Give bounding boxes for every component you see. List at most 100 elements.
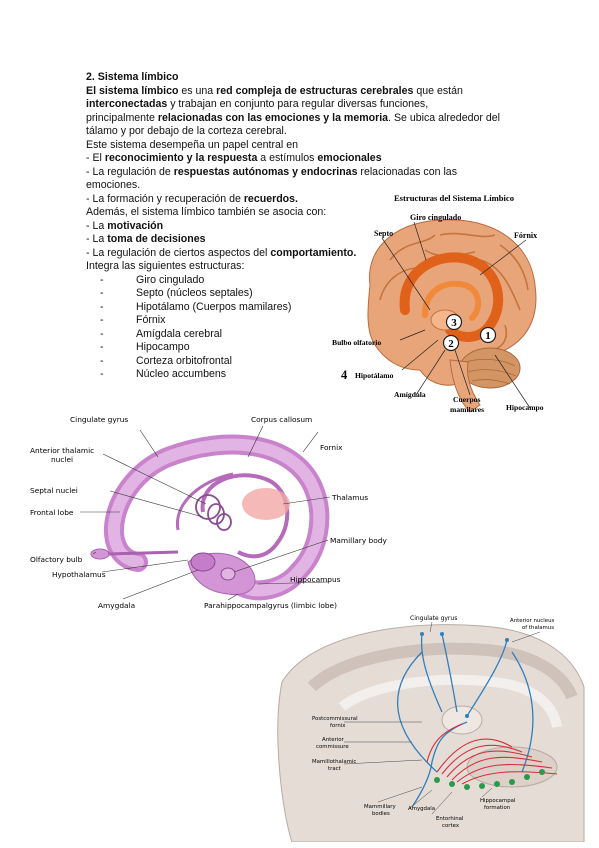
list-dash: - <box>100 354 104 367</box>
section-title: 2. Sistema límbico <box>86 71 179 83</box>
marker-3 <box>445 313 463 331</box>
text-run: - La regulación de <box>86 165 174 178</box>
paragraph-line: - La regulación de respuestas autónomas … <box>86 166 516 180</box>
label-bulbo-olfatorio: Bulbo olfatorio <box>332 338 381 347</box>
paragraph-line: - La toma de decisiones <box>86 233 516 247</box>
label-nuclei: nuclei <box>51 455 73 464</box>
label-hipocampo: Hipocampo <box>506 403 544 412</box>
cingulate-band <box>307 642 578 700</box>
olfactory-tract <box>107 550 179 556</box>
label-hippocampus: Hippocampus <box>290 575 341 584</box>
text-run: . Se ubica alrededor del <box>388 111 500 124</box>
text-run: El sistema límbico <box>86 84 179 97</box>
fornix-arc <box>422 280 482 321</box>
paragraph-line: Este sistema desempeña un papel central … <box>86 139 516 153</box>
paragraph-line: - La regulación de ciertos aspectos del … <box>86 247 516 261</box>
text-run: toma de decisiones <box>107 233 206 245</box>
marker-2-label: 2 <box>448 338 454 350</box>
label-olfactory-bulb: Olfactory bulb <box>30 555 83 564</box>
list-dash: - <box>100 341 104 353</box>
brain-section-shape <box>277 624 585 842</box>
text-run: relacionadas con las emociones y la memo… <box>157 111 389 124</box>
structure-item: -Amígdala cerebral <box>100 328 516 342</box>
label-of-thalamus: of thalamus <box>522 625 554 631</box>
figure2-leaders <box>80 425 331 601</box>
text-run: emocionales <box>317 152 382 164</box>
text-run: tálamo y por debajo de la corteza cerebr… <box>86 125 287 137</box>
paragraph: El sistema límbico es una red compleja d… <box>86 85 516 274</box>
text-run: - La <box>86 219 108 232</box>
structures-list: - Giro cingulado - Septo (núcleos septales)… <box>86 274 516 382</box>
label-entorhinal: Entorhinal <box>436 816 464 822</box>
text-run: y trabajan en conjunto para regular dive… <box>167 98 429 110</box>
paragraph-line: tálamo y por debajo de la corteza cerebr… <box>86 125 516 139</box>
text-run: recuerdos. <box>243 192 298 205</box>
list-dash: - <box>100 273 104 286</box>
label-cortex: cortex <box>442 823 460 829</box>
structure-label: Hipocampo <box>136 341 190 353</box>
label-septal-nuclei: Septal nuclei <box>30 486 78 495</box>
brainstem-shape <box>449 359 481 413</box>
structure-label: Fórnix <box>136 314 166 326</box>
text-run: relacionadas con las <box>357 165 457 178</box>
structure-label: Núcleo accumbens <box>136 368 227 380</box>
label-hipotalamo-number: 4 <box>341 368 348 382</box>
label-tract: tract <box>328 766 341 772</box>
figure-brain-sistema-limbico: Estructuras del Sistema Límbico 3 2 1 <box>330 190 550 430</box>
structure-label: Corteza orbitofrontal <box>136 354 232 367</box>
text-run: principalmente <box>86 111 158 124</box>
label-cuerpos: Cuerpos <box>453 395 480 404</box>
cingulate-ring <box>399 252 504 342</box>
paragraph-line: interconectadas y trabajan en conjunto p… <box>86 98 516 112</box>
text-run: red compleja de estructuras cerebrales <box>216 84 414 97</box>
mamillary-shape <box>220 567 236 581</box>
text-run: motivación <box>107 219 164 232</box>
figure-limbic-diagram: Cingulate gyrus Corpus callosum Anterior… <box>28 412 388 622</box>
structure-item: - Hipocampo <box>100 341 516 355</box>
paragraph-line: principalmente relacionadas con las emoc… <box>86 112 516 126</box>
marker-1 <box>479 326 497 344</box>
text-run: comportamiento. <box>270 246 357 259</box>
list-dash: - <box>100 314 104 326</box>
structure-label: Giro cingulado <box>136 273 205 286</box>
paragraph-line: El sistema límbico es una red compleja d… <box>86 85 516 99</box>
label-hipotalamo: Hipotálamo <box>355 371 394 380</box>
list-dash: - <box>100 368 104 380</box>
structure-label: Amígdala cerebral <box>136 327 222 340</box>
label-corpus-callosum: Corpus callosum <box>251 415 312 424</box>
label-mammillary: Mammillary <box>364 804 396 810</box>
amygdala-shape <box>190 552 216 572</box>
green-dots <box>434 769 545 790</box>
text-run: que están <box>413 84 463 97</box>
text-run: emociones. <box>86 179 141 191</box>
text-run: es una <box>178 84 217 97</box>
list-dash: - <box>100 287 104 299</box>
paragraph-line: emociones. <box>86 179 516 193</box>
thalamus-shape <box>242 488 290 520</box>
figure3-leaders <box>343 621 541 815</box>
label-mamillary-body: Mamillary body <box>330 536 387 545</box>
marker-2 <box>442 334 460 352</box>
label-frontal-lobe: Frontal lobe <box>30 508 74 517</box>
structure-item: - Fórnix <box>100 314 516 328</box>
cortex-shape <box>367 219 537 386</box>
figure1-title: Estructuras del Sistema Límbico <box>394 193 514 203</box>
marker-3-label: 3 <box>451 317 457 329</box>
label-postcommissural: Postcommissural <box>312 716 358 722</box>
structure-item: - Núcleo accumbens <box>100 368 516 382</box>
text-run: Además, el sistema límbico también se as… <box>86 206 327 218</box>
figure-papez-circuit: Cingulate gyrus Anterior nucleus of thal… <box>272 612 590 842</box>
structure-label: Septo (núcleos septales) <box>136 287 253 299</box>
text-run: reconocimiento y la respuesta <box>104 152 258 164</box>
label-commissure: commissure <box>316 744 349 750</box>
label-hippocampal: Hippocampal <box>480 798 515 804</box>
paragraph-line: - La formación y recuperación de recuerd… <box>86 193 516 207</box>
label-mamillothalamic: Mamillothalamic <box>312 759 356 765</box>
label-amygdala: Amygdala <box>98 601 135 610</box>
structure-label: Hipotálamo (Cuerpos mamilares) <box>136 300 292 313</box>
marker-1-label: 1 <box>485 330 491 342</box>
label-thalamus: Thalamus <box>331 493 368 502</box>
label-cingulate-gyrus: Cingulate gyrus <box>410 615 457 622</box>
structure-item: -Hipotálamo (Cuerpos mamilares) <box>100 301 516 315</box>
thalamus-shape <box>441 705 483 735</box>
